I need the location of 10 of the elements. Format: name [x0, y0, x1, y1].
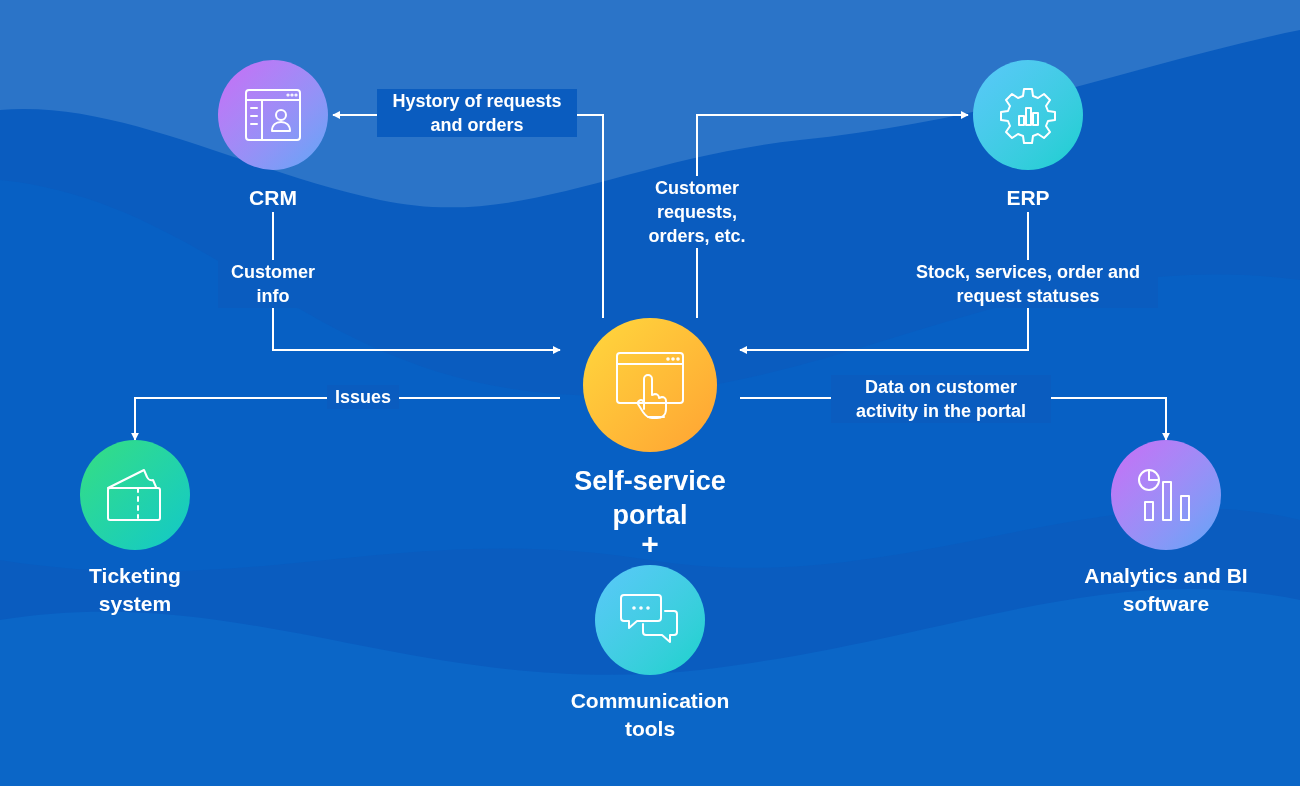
- arrow: [739, 211, 1029, 354]
- arrow: [272, 211, 561, 354]
- node-label: ERP: [1006, 185, 1050, 211]
- node-label: Communication tools: [569, 688, 731, 742]
- node-label: Analytics and BI software: [1084, 563, 1248, 617]
- node-label: Ticketing system: [88, 563, 182, 617]
- node-label: CRM: [249, 185, 297, 211]
- edge-label: Hystory of requests and orders: [377, 89, 577, 137]
- edge-label: Issues: [326, 385, 399, 409]
- edge-label: Data on customer activity in the portal: [831, 375, 1051, 423]
